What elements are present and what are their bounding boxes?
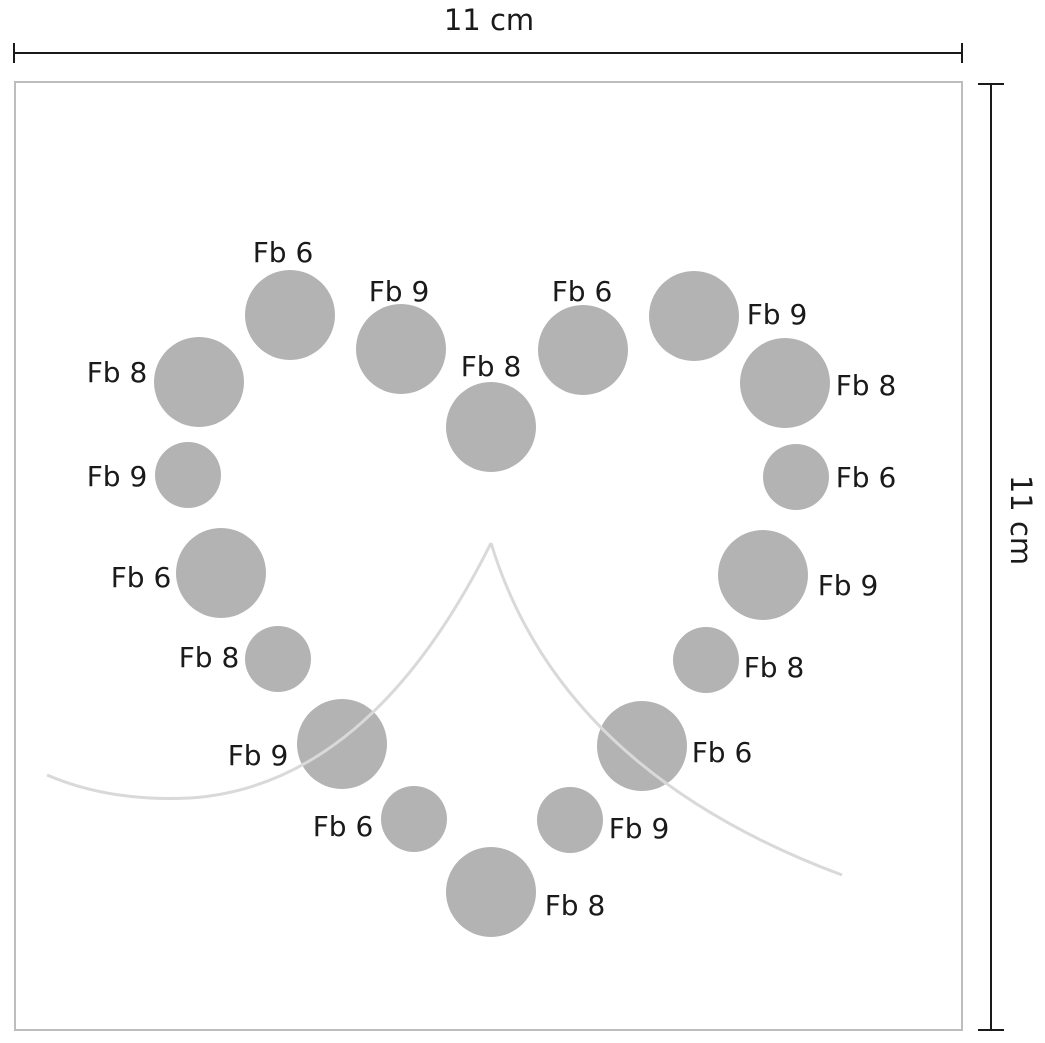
dot-label: Fb 6: [253, 236, 314, 269]
dot: [538, 305, 628, 395]
dot: [446, 382, 536, 472]
width-dimension: 11 cm: [13, 3, 963, 63]
dot-label: Fb 9: [747, 298, 808, 331]
dot-label: Fb 8: [744, 651, 805, 684]
dot-label: Fb 8: [836, 369, 897, 402]
dot-label: Fb 6: [692, 736, 753, 769]
dot-label: Fb 9: [609, 812, 670, 845]
dot-label: Fb 6: [313, 810, 374, 843]
dot: [740, 338, 830, 428]
dot: [155, 442, 221, 508]
dot: [718, 530, 808, 620]
dot-label: Fb 9: [818, 569, 879, 602]
dot-label: Fb 8: [87, 356, 148, 389]
dot-label: Fb 8: [179, 641, 240, 674]
dot-label: Fb 6: [111, 561, 172, 594]
dot: [763, 444, 829, 510]
dot: [154, 337, 244, 427]
dot-label: Fb 9: [228, 739, 289, 772]
width-label: 11 cm: [444, 3, 534, 37]
dot: [446, 847, 536, 937]
dot: [356, 304, 446, 394]
dot: [176, 528, 266, 618]
right-curve: [489, 542, 843, 877]
left-curve: [46, 542, 493, 800]
height-label: 11 cm: [1004, 475, 1038, 565]
dot: [537, 787, 603, 853]
dot-label: Fb 8: [461, 350, 522, 383]
card-frame: [14, 81, 963, 1031]
dot-label: Fb 6: [836, 461, 897, 494]
dot-label: Fb 6: [552, 275, 613, 308]
dot: [597, 701, 687, 791]
height-dimension: 11 cm: [978, 83, 1038, 1031]
dot-label: Fb 9: [87, 460, 148, 493]
dot: [245, 270, 335, 360]
dot: [381, 786, 447, 852]
dots-group: Fb 6 Fb 9 Fb 8 Fb 8 Fb 6 Fb 9 Fb 8 Fb 9 Fb 6 Fb 6…: [87, 236, 897, 937]
dot-label: Fb 8: [545, 889, 606, 922]
dot-label: Fb 9: [369, 275, 430, 308]
dot: [245, 626, 311, 692]
dot: [649, 271, 739, 361]
dot: [673, 627, 739, 693]
